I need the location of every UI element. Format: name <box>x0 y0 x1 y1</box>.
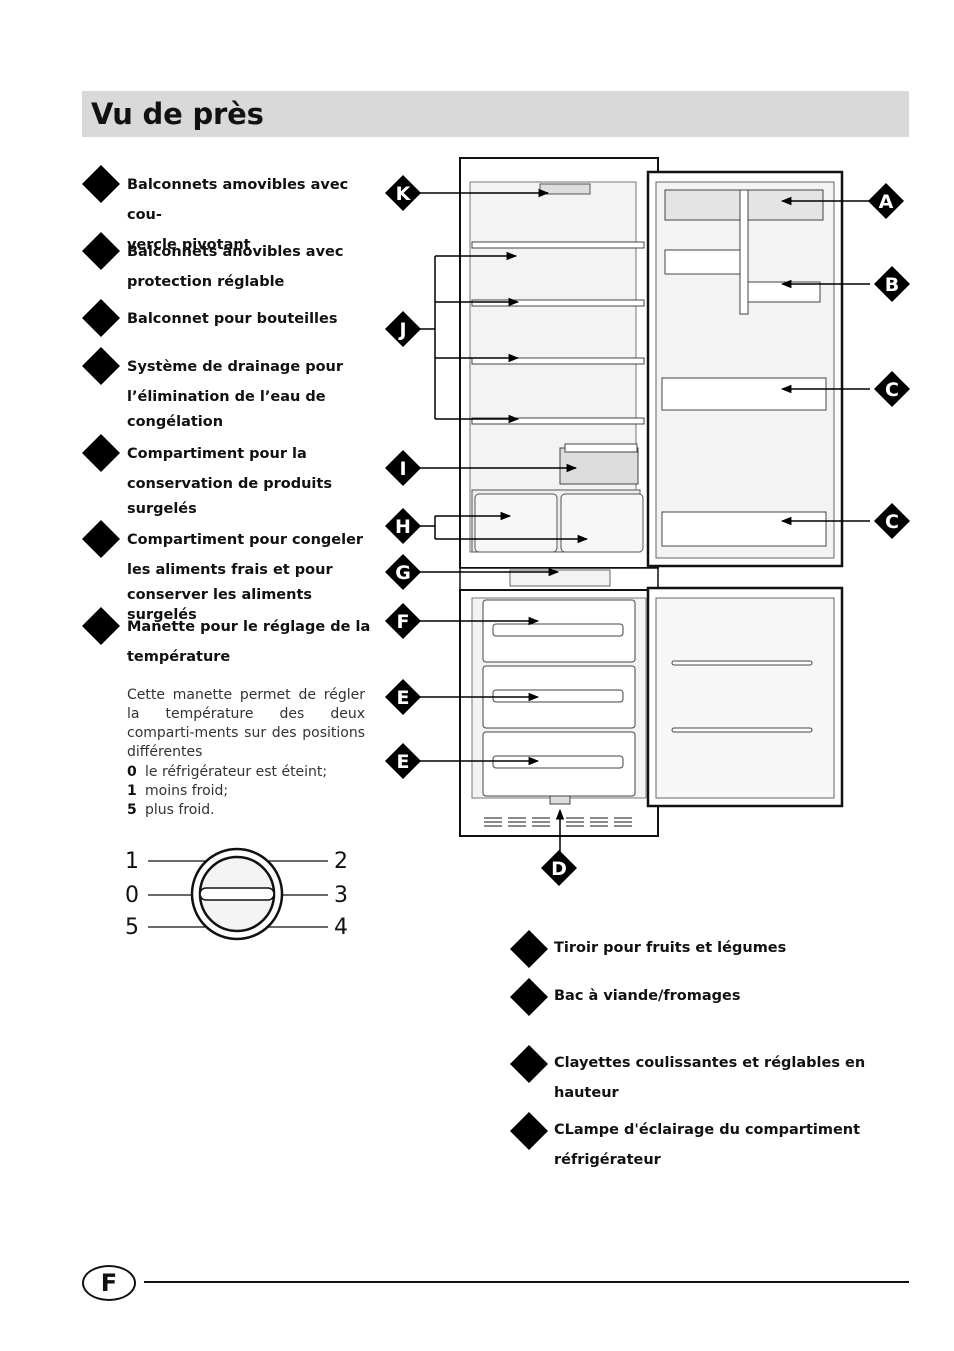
dial-label: 5 <box>125 915 139 940</box>
footer-rule <box>144 1281 909 1283</box>
callout-d-icon: D <box>541 850 577 886</box>
diamond-bullet-icon <box>510 978 548 1016</box>
callout-b-icon: B <box>874 266 910 302</box>
title-bar: Vu de près <box>82 91 909 137</box>
callout-g-icon: G <box>385 554 421 590</box>
callout-f-icon: F <box>385 603 421 639</box>
diamond-bullet-icon <box>510 930 548 968</box>
dial-label: 0 <box>125 883 139 908</box>
callout-a-icon: A <box>868 183 904 219</box>
callout-e-icon: E <box>385 743 421 779</box>
diamond-bullet-icon <box>82 232 120 270</box>
svg-text:J: J <box>397 319 406 341</box>
svg-text:B: B <box>885 274 899 296</box>
legend-item-label: Bac à viande/fromages <box>554 988 741 1004</box>
svg-text:F: F <box>397 611 410 633</box>
svg-text:C: C <box>885 511 899 533</box>
svg-text:E: E <box>397 751 410 773</box>
diamond-bullet-icon <box>82 299 120 337</box>
svg-text:H: H <box>395 516 411 538</box>
callout-c-icon: C <box>874 503 910 539</box>
svg-text:D: D <box>551 858 567 880</box>
svg-text:I: I <box>399 458 406 480</box>
legend-item-label: Tiroir pour fruits et légumes <box>554 940 787 956</box>
dial-description: Cette manette permet de régler la tempér… <box>127 687 365 760</box>
footer-language-badge: F <box>82 1265 136 1301</box>
diamond-bullet-icon <box>82 520 120 558</box>
legend-item-label: Clayettes coulissantes et réglables en h… <box>554 1055 866 1101</box>
diamond-bullet-icon <box>510 1112 548 1150</box>
legend-item-label: Balconnet pour bouteilles <box>127 311 338 327</box>
svg-text:G: G <box>395 562 411 584</box>
diamond-bullet-icon <box>82 434 120 472</box>
diamond-bullet-icon <box>510 1045 548 1083</box>
temperature-dial-icon <box>148 847 328 941</box>
dial-label: 2 <box>334 849 348 874</box>
svg-text:K: K <box>396 183 412 205</box>
svg-text:C: C <box>885 379 899 401</box>
dial-label: 4 <box>334 915 348 940</box>
svg-text:E: E <box>397 687 410 709</box>
page-title: Vu de près <box>91 97 264 131</box>
callout-i-icon: I <box>385 450 421 486</box>
callout-k-icon: K <box>385 175 421 211</box>
diamond-bullet-icon <box>82 607 120 645</box>
fridge-diagram <box>414 157 870 852</box>
diamond-bullet-icon <box>82 347 120 385</box>
callout-h-icon: H <box>385 508 421 544</box>
dial-label: 1 <box>125 849 139 874</box>
svg-text:A: A <box>879 191 894 213</box>
callout-c-icon: C <box>874 371 910 407</box>
legend-item-label: Balconnets amovibles avec cou-vercle piv… <box>127 177 349 253</box>
dial-label: 3 <box>334 883 348 908</box>
callout-e-icon: E <box>385 679 421 715</box>
callout-j-icon: J <box>385 311 421 347</box>
diamond-bullet-icon <box>82 165 120 203</box>
